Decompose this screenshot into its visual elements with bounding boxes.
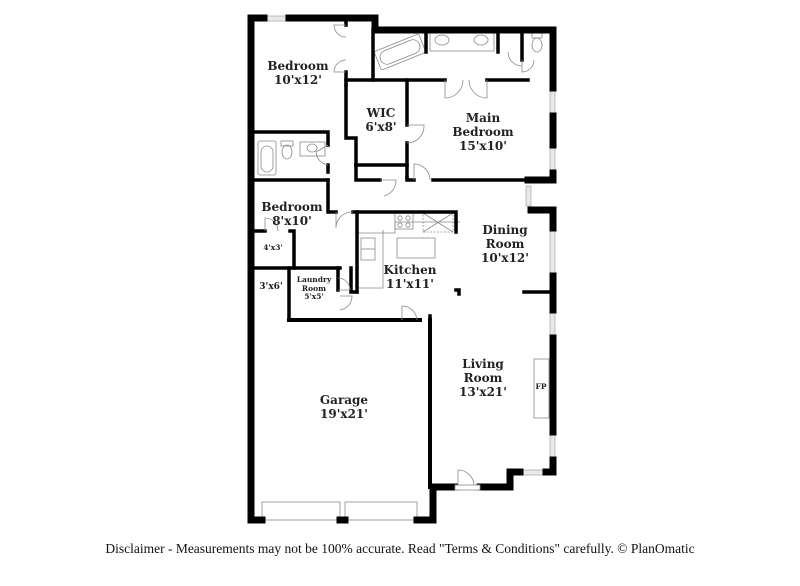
sink-icon xyxy=(473,34,489,46)
door-icon xyxy=(335,211,354,229)
bathtub-icon xyxy=(257,140,277,176)
room-label-wic: WIC 6'x8' xyxy=(365,106,397,134)
toilet-tank-icon xyxy=(531,32,543,39)
garage-door-right xyxy=(344,501,418,521)
sink-icon xyxy=(434,34,450,46)
bathtub-icon xyxy=(374,33,426,71)
fixtures xyxy=(257,30,550,521)
vanity-icon xyxy=(299,141,326,157)
fireplace-label: FP xyxy=(535,382,547,391)
door-icon xyxy=(380,179,397,197)
room-label-dining-room: Dining Room 10'x12' xyxy=(481,223,529,265)
counter-side xyxy=(358,230,384,289)
door-icon xyxy=(457,469,475,486)
door-icon xyxy=(413,163,431,181)
door-icon xyxy=(264,217,279,232)
front-door-threshold xyxy=(454,484,481,491)
stove-icon xyxy=(394,212,414,230)
room-label-kitchen: Kitchen 11'x11' xyxy=(383,263,437,291)
door-icon xyxy=(333,59,347,73)
door-icon xyxy=(521,59,535,73)
counter-top xyxy=(358,221,460,234)
door-icon xyxy=(444,79,464,99)
fireplace xyxy=(533,358,550,419)
vanity-icon xyxy=(429,30,495,52)
doors xyxy=(264,24,535,491)
toilet-icon xyxy=(281,144,293,160)
room-label-living-room: Living Room 13'x21' xyxy=(459,357,507,399)
room-label-closet-3x6: 3'x6' xyxy=(259,282,283,292)
room-label-bedroom-8x10: Bedroom 8'x10' xyxy=(261,200,323,228)
door-icon xyxy=(337,277,351,291)
door-icon xyxy=(339,295,353,311)
room-label-main-bedroom: Main Bedroom 15'x10' xyxy=(452,111,514,153)
kitchen-island xyxy=(396,237,436,259)
garage-door-left xyxy=(261,501,341,521)
disclaimer-text: Disclaimer - Measurements may not be 100… xyxy=(105,541,695,556)
door-icon xyxy=(406,124,425,144)
door-icon xyxy=(507,51,523,67)
door-icon xyxy=(315,144,329,166)
sink-icon xyxy=(306,143,318,153)
door-icon xyxy=(468,79,488,99)
room-label-laundry-room: Laundry Room 5'x5' xyxy=(296,275,332,302)
door-icon xyxy=(401,305,418,321)
door-icon xyxy=(333,24,347,38)
toilet-icon xyxy=(531,37,543,53)
room-label-bedroom-10x12: Bedroom 10'x12' xyxy=(267,59,329,87)
room-label-closet-4x3: 4'x3' xyxy=(263,243,283,252)
interior-walls xyxy=(249,16,555,332)
room-label-garage: Garage 19'x21' xyxy=(319,393,369,421)
